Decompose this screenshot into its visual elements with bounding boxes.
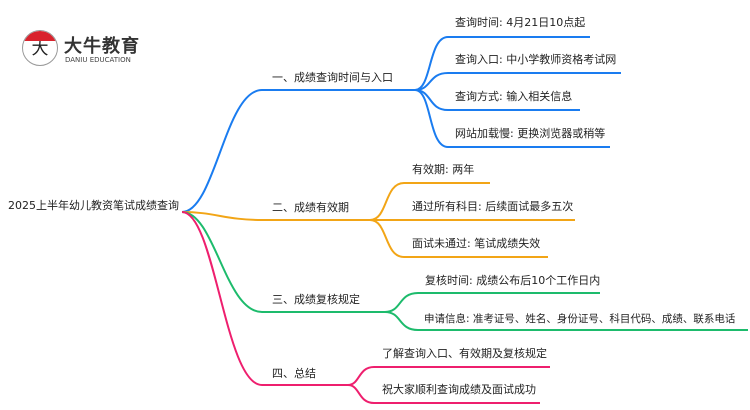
branch-4-lines	[181, 211, 550, 404]
logo-mark: 大	[22, 30, 58, 66]
logo-name-cn: 大牛教育	[64, 36, 140, 57]
branch-4-item: 祝大家顺利查询成绩及面试成功	[382, 383, 536, 396]
branch-3-label: 三、成绩复核规定	[272, 293, 360, 306]
branch-3-item: 申请信息: 准考证号、姓名、身份证号、科目代码、成绩、联系电话	[424, 313, 736, 325]
branch-1-item: 网站加载慢: 更换浏览器或稍等	[455, 127, 606, 140]
branch-3-lines	[181, 211, 748, 331]
branch-2-label: 二、成绩有效期	[272, 201, 349, 214]
branch-2-item: 通过所有科目: 后续面试最多五次	[412, 200, 574, 213]
branch-1-item: 查询时间: 4月21日10点起	[455, 16, 586, 29]
branch-3-item: 复核时间: 成绩公布后10个工作日内	[425, 274, 601, 287]
branch-4-label: 四、总结	[272, 367, 316, 380]
root-topic: 2025上半年幼儿教资笔试成绩查询	[8, 199, 179, 212]
branch-1-item: 查询入口: 中小学教师资格考试网	[455, 53, 617, 66]
branch-1-item: 查询方式: 输入相关信息	[455, 90, 573, 103]
branch-2-item: 面试未通过: 笔试成绩失效	[412, 237, 541, 250]
logo: 大 大牛教育 DANIU EDUCATION	[22, 28, 162, 72]
branch-1-lines	[181, 36, 621, 213]
branch-1-label: 一、成绩查询时间与入口	[272, 71, 393, 84]
logo-name-en: DANIU EDUCATION	[65, 56, 131, 64]
branch-2-lines	[181, 182, 575, 258]
branch-2-item: 有效期: 两年	[412, 163, 475, 176]
branch-4-item: 了解查询入口、有效期及复核规定	[382, 347, 547, 360]
